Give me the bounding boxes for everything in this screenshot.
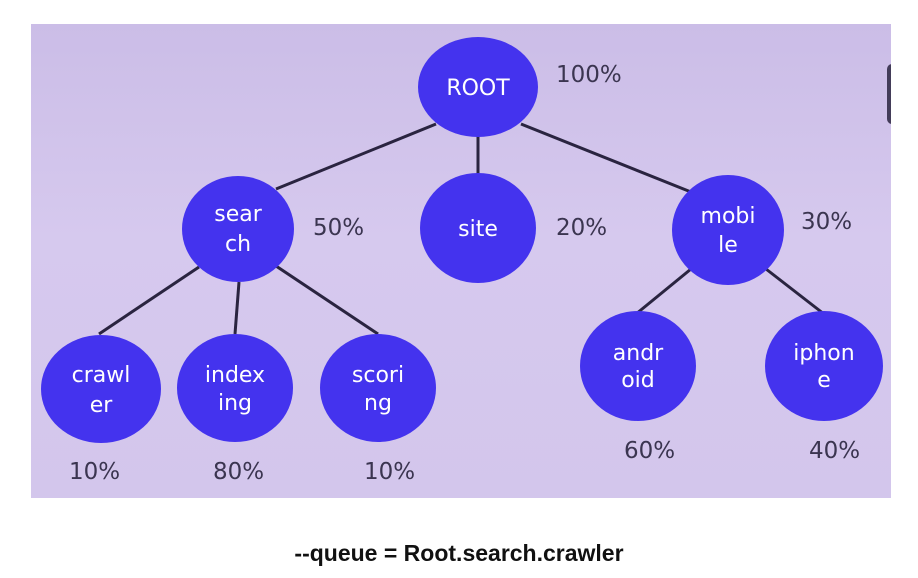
edge-mobile-iphone — [765, 267, 825, 316]
node-root: ROOT — [418, 37, 538, 137]
node-scoring-label-line2: ng — [364, 391, 392, 416]
node-mobile-label-line2: le — [718, 233, 738, 258]
node-crawler-label-line2: er — [90, 393, 114, 418]
node-iphone-percent: 40% — [809, 438, 860, 464]
queue-caption: --queue = Root.search.crawler — [294, 540, 624, 566]
node-android: andr oid — [580, 311, 696, 421]
node-iphone-label-line2: e — [817, 368, 831, 393]
node-scoring-label-line1: scori — [352, 363, 404, 388]
node-root-label: ROOT — [446, 76, 510, 101]
node-indexing-label-line1: index — [205, 363, 265, 388]
node-mobile-percent: 30% — [801, 209, 852, 235]
edge-search-indexing — [233, 281, 241, 335]
node-indexing-percent: 80% — [213, 459, 264, 485]
node-search-label-line2: ch — [225, 232, 251, 257]
tree-diagram-slide: ROOT 100% sear ch 50% site 20% mobi le 3… — [31, 24, 891, 498]
slide-edge-mark — [887, 64, 891, 124]
node-scoring: scori ng — [320, 334, 436, 442]
node-search-percent: 50% — [313, 215, 364, 241]
tree-diagram: ROOT 100% sear ch 50% site 20% mobi le 3… — [41, 37, 883, 485]
node-iphone-label-line1: iphon — [793, 341, 854, 366]
node-indexing: index ing — [177, 334, 293, 442]
node-root-percent: 100% — [556, 62, 622, 88]
node-iphone: iphon e — [765, 311, 883, 421]
node-mobile-label-line1: mobi — [701, 204, 756, 229]
node-crawler-percent: 10% — [69, 459, 120, 485]
node-android-label-line1: andr — [613, 341, 664, 366]
node-crawler: crawl er — [41, 335, 161, 443]
edge-root-search — [275, 122, 437, 191]
node-site-label: site — [458, 217, 498, 242]
edge-search-scoring — [275, 264, 379, 336]
node-android-percent: 60% — [624, 438, 675, 464]
node-indexing-label-line2: ing — [218, 391, 252, 416]
node-search-label-line1: sear — [214, 202, 262, 227]
node-site-percent: 20% — [556, 215, 607, 241]
tree-edges — [98, 122, 825, 336]
edge-root-mobile — [520, 122, 692, 194]
node-scoring-percent: 10% — [364, 459, 415, 485]
edge-search-crawler — [98, 265, 200, 336]
node-site: site — [420, 173, 536, 283]
node-mobile: mobi le — [672, 175, 784, 285]
node-search: sear ch — [182, 176, 294, 282]
node-crawler-label-line1: crawl — [72, 363, 131, 388]
edge-mobile-android — [635, 267, 692, 316]
node-android-label-line2: oid — [621, 368, 655, 393]
